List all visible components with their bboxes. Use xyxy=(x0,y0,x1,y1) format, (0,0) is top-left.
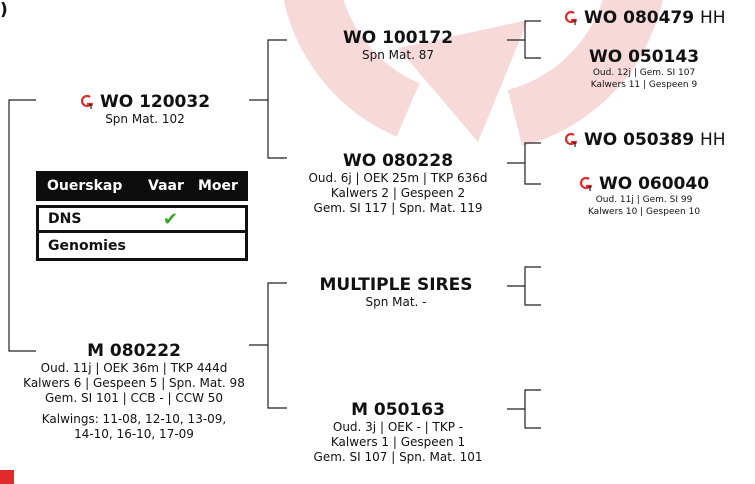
svg-text:T: T xyxy=(573,142,578,148)
ssd-detail-2: Kalwers 11 | Gespeen 9 xyxy=(564,79,724,91)
sss-name: WO 080479 xyxy=(584,8,694,28)
sdd-name: WO 060040 xyxy=(599,174,709,194)
dam-name: M 080222 xyxy=(0,341,268,361)
cropped-fragment: ) xyxy=(0,0,8,20)
bracket-dd-parents xyxy=(525,390,541,428)
check-icon: ✔ xyxy=(146,209,196,230)
ds-detail: Spn Mat. - xyxy=(296,295,496,310)
svg-text:T: T xyxy=(573,20,578,26)
dam-node[interactable]: M 080222 Oud. 11j | OEK 36m | TKP 444d K… xyxy=(0,341,268,442)
ss-sire-node[interactable]: T WO 080479 HH xyxy=(564,8,754,28)
genomic-test-icon: T xyxy=(564,132,578,148)
header-ouerskap: Ouerskap xyxy=(36,178,148,194)
svg-text:T: T xyxy=(588,186,593,192)
sd-detail-2: Kalwers 2 | Gespeen 2 xyxy=(288,186,508,201)
dam-dam-node[interactable]: M 050163 Oud. 3j | OEK - | TKP - Kalwers… xyxy=(288,400,508,465)
genomic-test-icon: T xyxy=(80,94,94,110)
sire-dam-node[interactable]: WO 080228 Oud. 6j | OEK 25m | TKP 636d K… xyxy=(288,151,508,216)
corner-accent xyxy=(0,470,14,484)
genomic-test-icon: T xyxy=(579,176,593,192)
sds-suffix: HH xyxy=(700,130,726,150)
table-header: Ouerskap Vaar Moer xyxy=(36,171,248,201)
parentage-table: Ouerskap Vaar Moer DNS ✔ Genomies xyxy=(36,171,248,261)
dam-detail-3: Gem. SI 101 | CCB - | CCW 50 xyxy=(0,391,268,406)
dam-detail-2: Kalwers 6 | Gespeen 5 | Spn. Mat. 98 xyxy=(0,376,268,391)
genomic-test-icon: T xyxy=(564,10,578,26)
dam-detail-1: Oud. 11j | OEK 36m | TKP 444d xyxy=(0,361,268,376)
sire-name: WO 120032 xyxy=(100,92,210,112)
sdd-detail-1: Oud. 11j | Gem. SI 99 xyxy=(564,194,724,206)
dd-detail-1: Oud. 3j | OEK - | TKP - xyxy=(288,420,508,435)
row-label: DNS xyxy=(39,211,146,227)
bracket-parents xyxy=(9,100,36,351)
dd-detail-2: Kalwers 1 | Gespeen 1 xyxy=(288,435,508,450)
ssd-detail-1: Oud. 12j | Gem. SI 107 xyxy=(564,67,724,79)
dam-calvings-1: Kalwings: 11-08, 12-10, 13-09, xyxy=(0,412,268,427)
table-row-genomies: Genomies xyxy=(36,233,248,261)
bracket-sd-parents xyxy=(525,143,541,184)
dd-detail-3: Gem. SI 107 | Spn. Mat. 101 xyxy=(288,450,508,465)
bracket-ss-parents xyxy=(525,21,541,58)
dam-calvings-2: 14-10, 16-10, 17-09 xyxy=(0,427,268,442)
ss-detail: Spn Mat. 87 xyxy=(300,48,496,63)
sd-sire-node[interactable]: T WO 050389 HH xyxy=(564,130,754,150)
sd-detail-3: Gem. SI 117 | Spn. Mat. 119 xyxy=(288,201,508,216)
ssd-name: WO 050143 xyxy=(564,47,724,67)
ss-name: WO 100172 xyxy=(300,28,496,48)
bracket-dam-parents xyxy=(268,283,287,408)
dam-sire-node[interactable]: MULTIPLE SIRES Spn Mat. - xyxy=(296,275,496,310)
sss-suffix: HH xyxy=(700,8,726,28)
ds-name: MULTIPLE SIRES xyxy=(296,275,496,295)
sds-name: WO 050389 xyxy=(584,130,694,150)
ss-dam-node[interactable]: WO 050143 Oud. 12j | Gem. SI 107 Kalwers… xyxy=(564,47,724,91)
sire-detail: Spn Mat. 102 xyxy=(40,112,250,127)
dd-name: M 050163 xyxy=(288,400,508,420)
header-vaar: Vaar xyxy=(148,178,198,194)
svg-text:T: T xyxy=(89,104,94,110)
table-row-dns: DNS ✔ xyxy=(36,205,248,233)
sire-sire-node[interactable]: WO 100172 Spn Mat. 87 xyxy=(300,28,496,63)
header-moer: Moer xyxy=(198,178,248,194)
sdd-detail-2: Kalwers 10 | Gespeen 10 xyxy=(564,206,724,218)
row-label: Genomies xyxy=(39,238,146,254)
bracket-ds-parents xyxy=(525,267,541,305)
sd-name: WO 080228 xyxy=(288,151,508,171)
sire-node[interactable]: T WO 120032 Spn Mat. 102 xyxy=(40,92,250,127)
sd-detail-1: Oud. 6j | OEK 25m | TKP 636d xyxy=(288,171,508,186)
bracket-sire-parents xyxy=(268,40,287,158)
sd-dam-node[interactable]: T WO 060040 Oud. 11j | Gem. SI 99 Kalwer… xyxy=(564,174,724,218)
